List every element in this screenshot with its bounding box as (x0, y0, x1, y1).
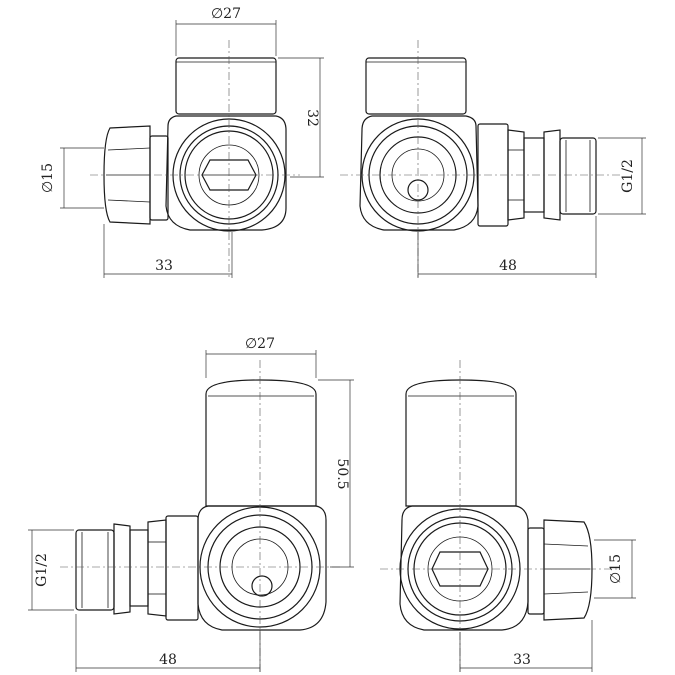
valve-cap (405, 379, 517, 507)
dim-label-thread: G1/2 (34, 553, 50, 587)
threaded-tail (75, 523, 149, 615)
dim-width: 33 (103, 224, 233, 278)
compression-fitting (527, 519, 593, 621)
dim-thread: G1/2 (598, 137, 646, 215)
dim-label-thread: G1/2 (620, 159, 636, 193)
valve-body (399, 505, 529, 631)
valve-body (197, 505, 327, 631)
valve-cap (205, 379, 317, 507)
dim-pipe-diameter: ∅15 (594, 539, 636, 599)
valve-view-bottom-right: 33 ∅15 (380, 360, 636, 672)
valve-cap (365, 57, 467, 115)
dim-label-height: 32 (304, 109, 320, 127)
valve-cap (175, 57, 277, 115)
valve-view-bottom-left: ∅27 50.5 48 G1/2 (28, 336, 354, 672)
dim-height: 32 (278, 57, 324, 178)
dim-label-pipe-diameter: ∅15 (608, 554, 624, 584)
valve-view-top-right: 48 G1/2 (340, 40, 646, 278)
dim-label-width: 48 (499, 258, 517, 274)
valve-body (359, 115, 479, 232)
dim-width: 48 (75, 614, 261, 672)
dim-label-height: 50.5 (334, 458, 350, 489)
dim-label-pipe-diameter: ∅15 (40, 163, 56, 193)
dim-height: 50.5 (318, 379, 354, 568)
dim-cap-diameter: ∅27 (175, 6, 277, 56)
dim-cap-diameter: ∅27 (205, 336, 317, 378)
dim-thread: G1/2 (28, 529, 74, 611)
dim-label-cap-diameter: ∅27 (245, 336, 275, 352)
union-nut (147, 515, 199, 621)
dim-pipe-diameter: ∅15 (40, 147, 104, 209)
dim-width: 48 (417, 216, 597, 278)
dim-label-cap-diameter: ∅27 (211, 6, 241, 22)
dim-width: 33 (459, 620, 593, 672)
dim-label-width: 48 (159, 652, 177, 668)
valve-body (165, 115, 287, 232)
valve-view-top-left: ∅27 32 33 ∅15 (40, 6, 324, 278)
dim-label-width: 33 (155, 258, 173, 274)
dim-label-width: 33 (513, 652, 531, 668)
